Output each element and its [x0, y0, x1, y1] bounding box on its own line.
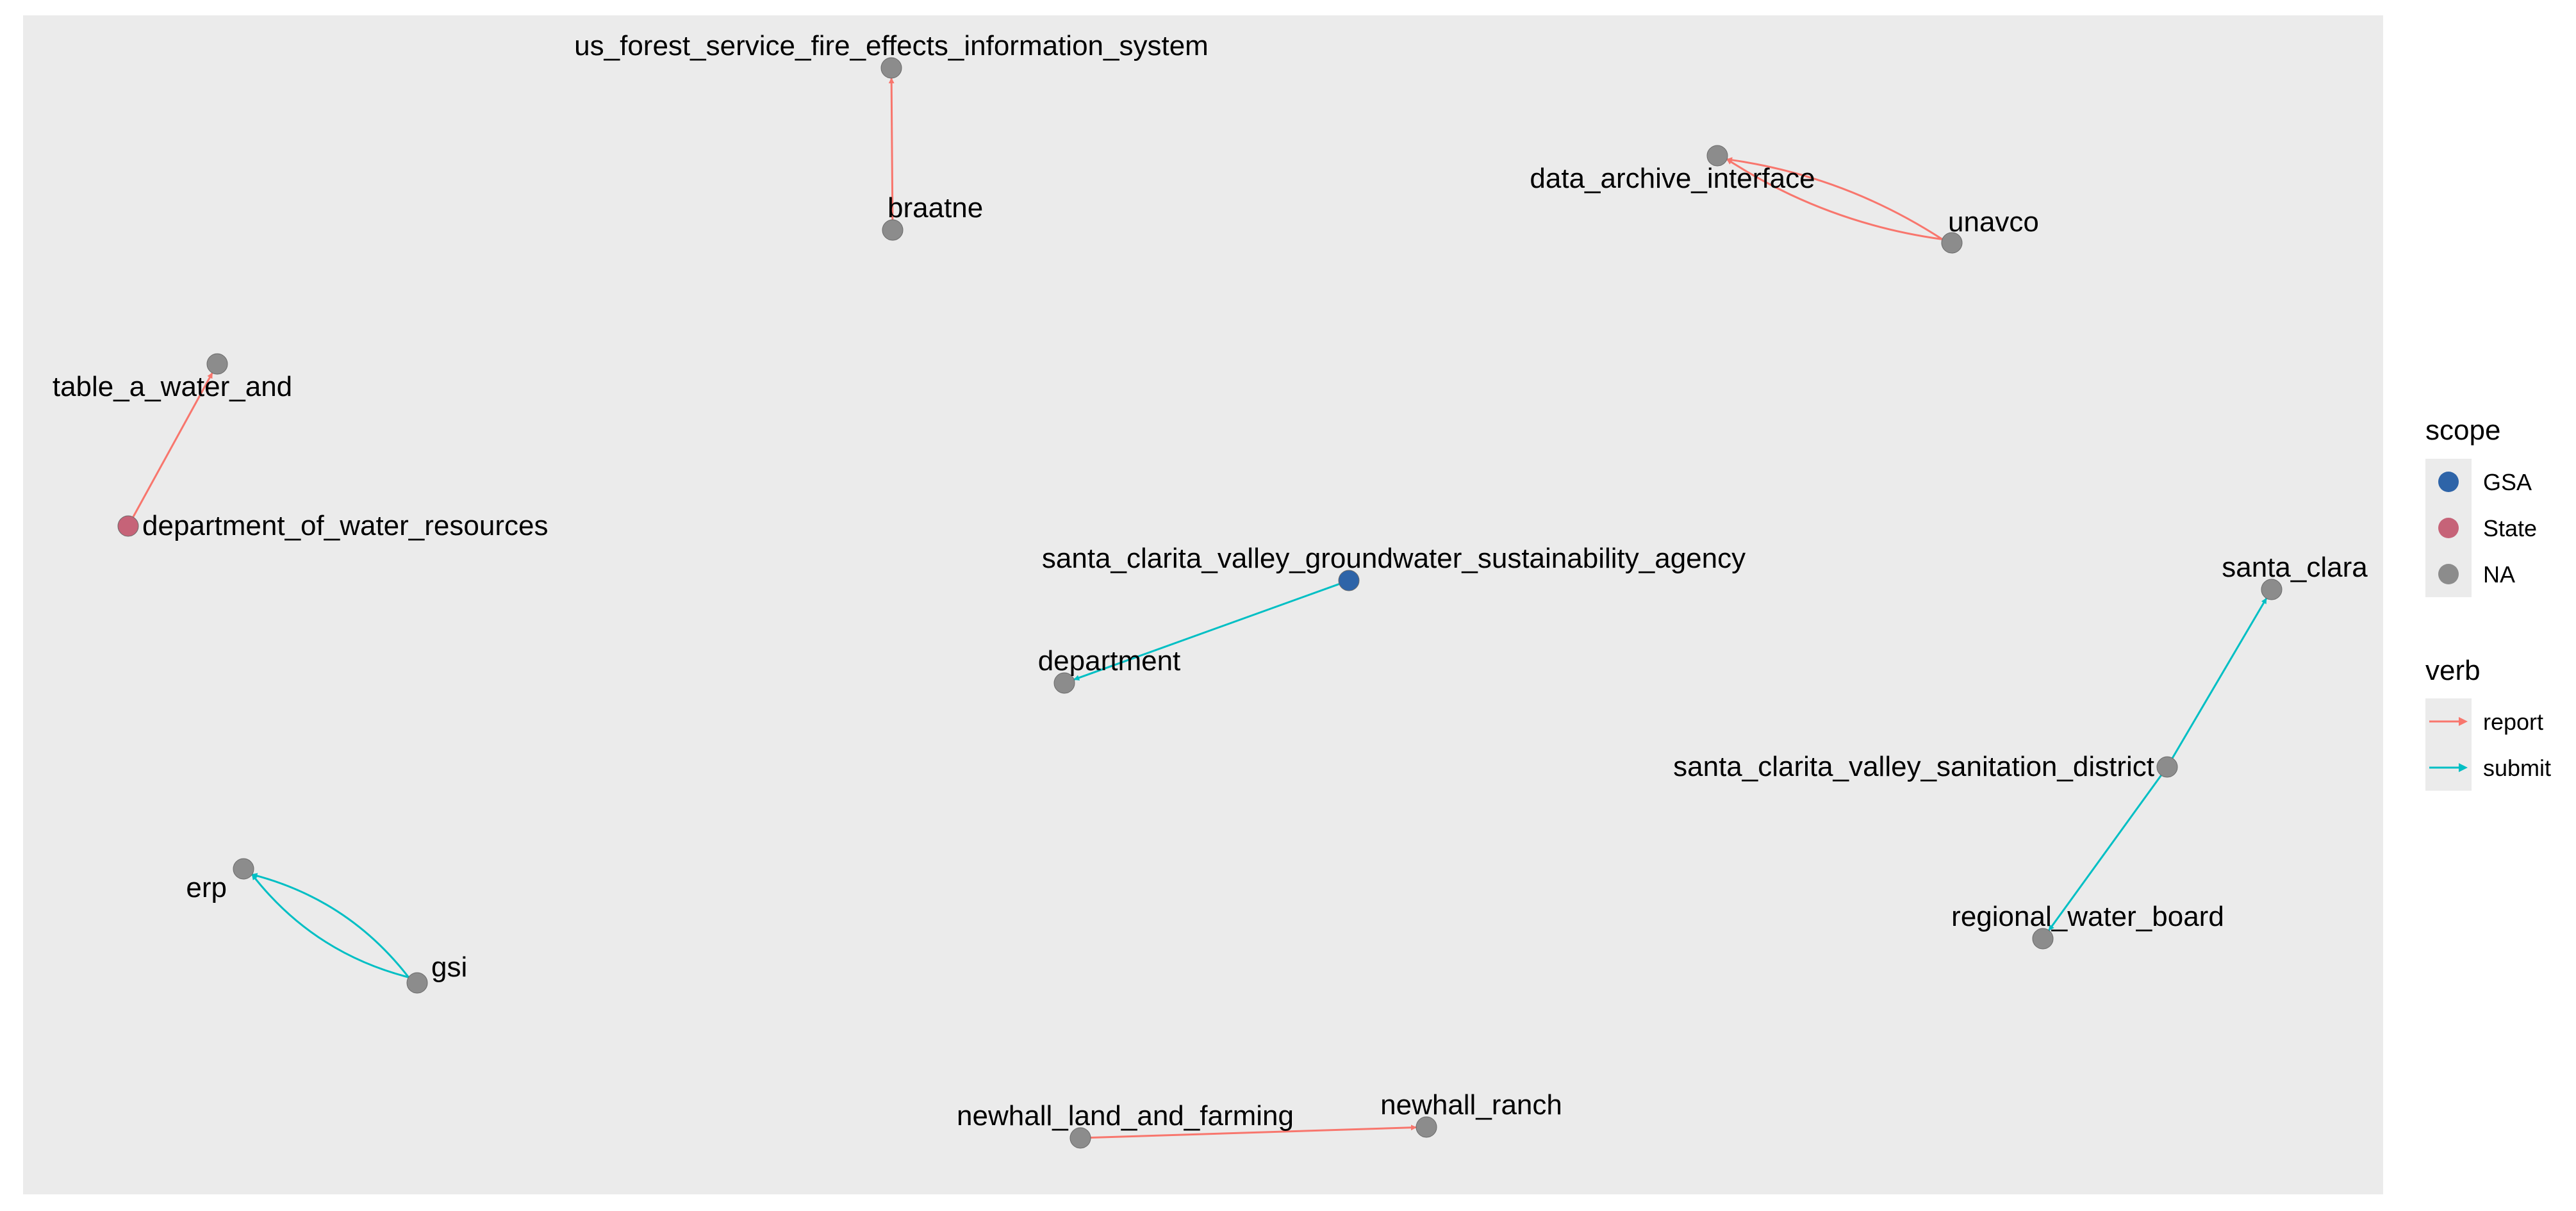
- edge-report-department_of_water_resources-to-table_a_water_and: [132, 372, 213, 518]
- legend-swatch-scope-na: [2438, 564, 2459, 584]
- plot-panel: [23, 15, 2383, 1194]
- node-department[interactable]: [1053, 672, 1075, 694]
- legend-swatch-scope-gsa: [2438, 472, 2459, 492]
- edges-layer: [132, 78, 2268, 1139]
- node-santa_clara[interactable]: [2261, 579, 2283, 600]
- legend-arrowhead-verb-submit: [2459, 763, 2468, 772]
- node-regional_water_board[interactable]: [2032, 928, 2054, 950]
- node-label-santa_clarita_valley_sanitation_district: santa_clarita_valley_sanitation_district: [1673, 751, 2154, 782]
- edge-submit-santa_clarita_valley_sanitation_district-to-santa_clara: [2171, 598, 2268, 759]
- legend-swatch-scope-state: [2438, 518, 2459, 538]
- node-label-gsi: gsi: [431, 952, 467, 983]
- node-us_forest_service_fire_effects_information_system[interactable]: [880, 57, 902, 79]
- edge-report-braatne-to-us_forest_service_fire_effects_information_system: [888, 78, 895, 220]
- node-gsi[interactable]: [406, 972, 428, 994]
- legend-label-verb-submit: submit: [2483, 755, 2551, 781]
- node-data_archive_interface[interactable]: [1706, 145, 1728, 167]
- node-department_of_water_resources[interactable]: [117, 515, 139, 537]
- node-label-newhall_land_and_farming: newhall_land_and_farming: [957, 1100, 1294, 1132]
- legend-label-scope-gsa: GSA: [2483, 469, 2532, 495]
- node-braatne[interactable]: [882, 219, 904, 241]
- edge-submit-santa_clarita_valley_sanitation_district-to-regional_water_board: [2048, 775, 2162, 931]
- node-label-santa_clara: santa_clara: [2222, 552, 2368, 583]
- edge-submit-santa_clarita_valley_groundwater_sustainability_agency-to-department: [1073, 583, 1340, 681]
- node-label-erp: erp: [186, 872, 227, 903]
- legend-label-scope-state: State: [2483, 515, 2537, 541]
- node-santa_clarita_valley_groundwater_sustainability_agency[interactable]: [1338, 570, 1360, 591]
- edge-submit-gsi-to-erp: [251, 873, 409, 978]
- legend-label-verb-report: report: [2483, 709, 2543, 735]
- legend-label-scope-na: NA: [2483, 561, 2515, 588]
- node-label-data_archive_interface: data_archive_interface: [1530, 163, 1815, 194]
- labels-layer: us_forest_service_fire_effects_informati…: [53, 30, 2368, 1132]
- edge-report-newhall_land_and_farming-to-newhall_ranch: [1090, 1124, 1417, 1139]
- node-label-unavco: unavco: [1948, 206, 2039, 238]
- node-unavco[interactable]: [1941, 232, 1963, 254]
- node-label-department_of_water_resources: department_of_water_resources: [142, 510, 548, 541]
- node-newhall_land_and_farming[interactable]: [1069, 1127, 1091, 1149]
- node-santa_clarita_valley_sanitation_district[interactable]: [2156, 756, 2178, 778]
- legend-verb-title: verb: [2425, 655, 2481, 686]
- node-label-newhall_ranch: newhall_ranch: [1380, 1089, 1562, 1121]
- edge-report-unavco-to-data_archive_interface: [1726, 157, 1943, 240]
- node-label-braatne: braatne: [888, 192, 983, 224]
- legend-scope-title: scope: [2425, 415, 2500, 446]
- edge-report-unavco-to-data_archive_interface-2: [1726, 158, 1943, 240]
- node-table_a_water_and[interactable]: [206, 353, 228, 375]
- node-label-us_forest_service_fire_effects_information_system: us_forest_service_fire_effects_informati…: [574, 30, 1209, 62]
- node-label-table_a_water_and: table_a_water_and: [53, 371, 292, 402]
- edge-submit-gsi-to-erp-2: [251, 873, 409, 978]
- node-label-regional_water_board: regional_water_board: [1951, 901, 2224, 932]
- node-label-santa_clarita_valley_groundwater_sustainability_agency: santa_clarita_valley_groundwater_sustain…: [1042, 543, 1746, 574]
- node-newhall_ranch[interactable]: [1416, 1116, 1437, 1138]
- nodes-layer: [117, 57, 2283, 1149]
- node-label-department: department: [1038, 645, 1181, 677]
- legend-arrowhead-verb-report: [2459, 717, 2468, 726]
- node-erp[interactable]: [233, 858, 254, 880]
